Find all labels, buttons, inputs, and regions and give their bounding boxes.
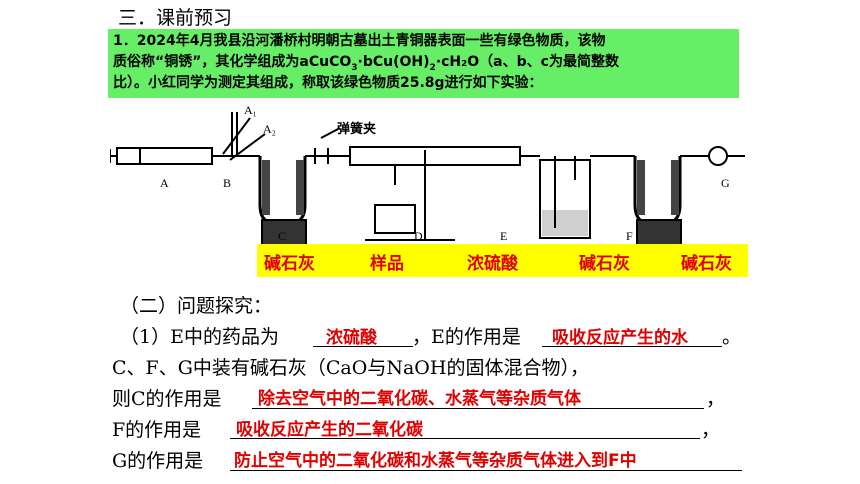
label-C: C [278, 229, 287, 243]
label-A1: A₁ [244, 103, 257, 117]
problem-line-2: 质俗称“铜锈”，其化学组成为aCuCO3·bCu(OH)2·cH₂O（a、b、c… [113, 54, 619, 73]
syringe-barrel [116, 147, 213, 165]
q-c-comma: ， [706, 388, 726, 410]
answer-e-role: 吸收反应产生的水 [552, 328, 688, 348]
label-D: D [414, 229, 423, 243]
problem-line-1: 1．2024年4月我县沿河潘桥村明朝古墓出土青铜器表面一些有绿色物质，该物 [113, 33, 606, 49]
q-c-prefix: 则C的作用是 [112, 388, 222, 410]
label-A: A [160, 176, 169, 190]
reagent-C: 碱石灰 [264, 254, 315, 274]
answer-g-role: 防止空气中的二氧化碳和水蒸气等杂质气体进入到F中 [234, 451, 637, 471]
label-B: B [223, 176, 232, 190]
problem-text: 1．2024年4月我县沿河潘桥村明朝古墓出土青铜器表面一些有绿色物质，该物 质俗… [113, 31, 735, 94]
q-g-prefix: G的作用是 [112, 450, 204, 472]
label-E: E [500, 229, 508, 243]
label-F: F [626, 229, 633, 243]
reagent-F: 碱石灰 [579, 254, 630, 274]
reagent-D: 样品 [370, 254, 404, 274]
q-f-comma: ， [701, 419, 721, 441]
answer-f-role: 吸收反应产生的二氧化碳 [236, 420, 423, 440]
q1-middle: ，E的作用是 [412, 326, 521, 348]
reagent-G: 碱石灰 [681, 254, 732, 274]
problem-box: 1．2024年4月我县沿河潘桥村明朝古墓出土青铜器表面一些有绿色物质，该物 质俗… [108, 29, 739, 98]
apparatus-diagram [110, 112, 745, 246]
q1-end: 。 [722, 326, 742, 348]
q1-prefix: （1）E中的药品为 [120, 326, 279, 348]
label-clamp: 弹簧夹 [337, 122, 377, 137]
section-title: （二）问题探究： [120, 295, 273, 317]
reagent-bar: 碱石灰 样品 浓硫酸 碱石灰 碱石灰 [257, 244, 748, 277]
problem-line-3: 比）。小红同学为测定其组成，称取该绿色物质25.8g进行如下实验： [113, 75, 543, 91]
answer-e-reagent: 浓硫酸 [326, 328, 377, 348]
combustion-tube [349, 146, 521, 166]
label-A2: A₂ [263, 122, 276, 136]
answer-c-role: 除去空气中的二氧化碳、水蒸气等杂质气体 [258, 389, 581, 409]
q-line-cfg: C、F、G中装有碱石灰（CaO与NaOH的固体混合物）， [112, 357, 589, 379]
q-f-prefix: F的作用是 [112, 419, 202, 441]
section-heading: 三．课前预习 [118, 7, 233, 29]
reagent-E: 浓硫酸 [467, 254, 518, 274]
label-G: G [721, 176, 730, 190]
